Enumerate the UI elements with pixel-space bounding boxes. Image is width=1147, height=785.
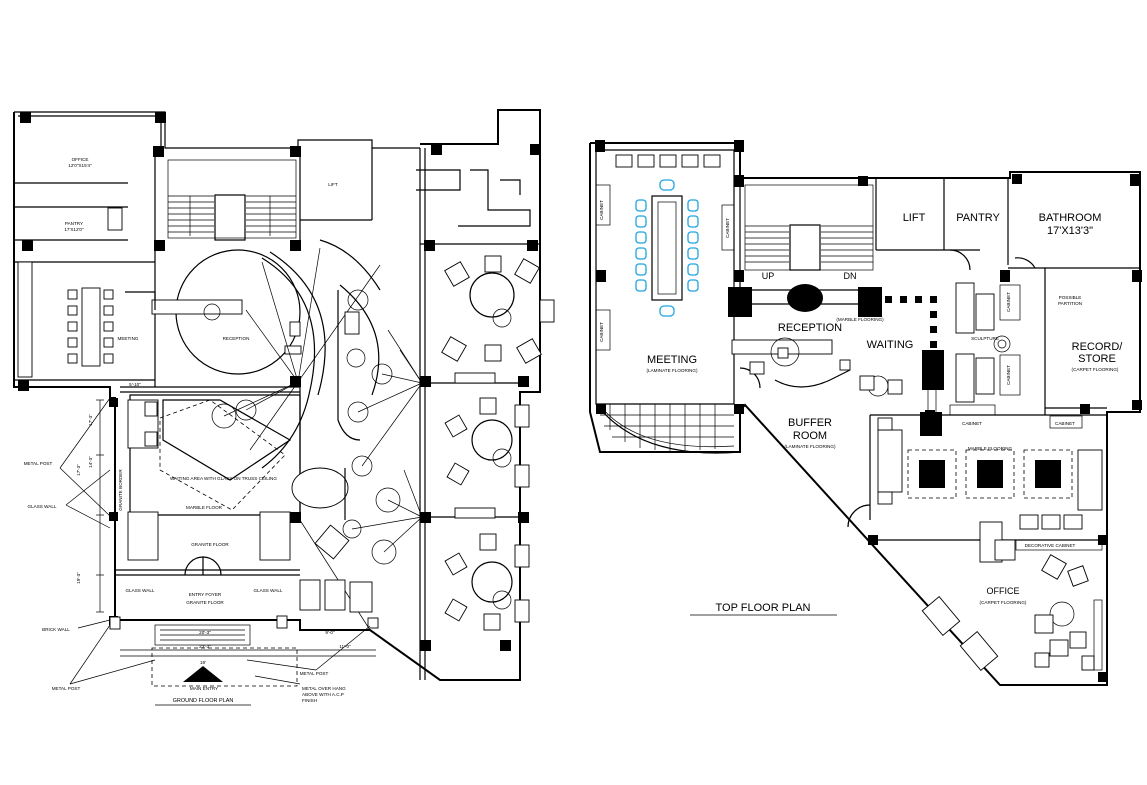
- top-dn-label: DN: [844, 271, 857, 281]
- dim-11-0: 11'-0": [339, 644, 351, 649]
- ground-entry-label: ENTRY FOYER: [189, 592, 222, 597]
- top-office-label: OFFICE: [987, 586, 1020, 596]
- ground-pantry-label: PANTRY: [65, 221, 83, 226]
- top-office-furniture: [877, 417, 1103, 671]
- top-floor-plan: MEETING (LAMINATE FLOORING) LIFT PANTRY …: [589, 140, 1142, 686]
- top-cabinet-2: CABINET: [1055, 421, 1075, 426]
- top-cabinet-left-3: CABINET: [725, 218, 730, 238]
- ground-main-entry-label: MAIN ENTRY: [190, 686, 218, 691]
- top-record-label: RECORD/: [1072, 341, 1124, 353]
- ground-columns: [18, 112, 541, 651]
- ground-office-label: OFFICE: [72, 157, 89, 162]
- top-cabinet-left-2: CABINET: [599, 322, 604, 342]
- ground-entry-floor-label: GRANITE FLOOR: [186, 600, 224, 605]
- dim-9-0: 9'-0": [325, 630, 335, 635]
- top-columns: [595, 140, 1142, 682]
- callout-metal-post-1: METAL POST: [24, 461, 53, 466]
- ground-glass-wall-left: GLASS WALL: [126, 588, 155, 593]
- ground-waiting-label: WAITING AREA WITH GLASS ON TRUSS CEILING: [170, 476, 277, 481]
- callout-metal-over-2: ABOVE WITH A.C.P: [302, 692, 344, 697]
- top-floor-plan-title: TOP FLOOR PLAN: [716, 602, 811, 614]
- dim-v-14-3: 14'-3": [88, 456, 93, 468]
- top-sculpture-label: SCULPTURE: [971, 336, 999, 341]
- callout-metal-over-3: FINISH: [302, 698, 317, 703]
- top-store-label: STORE: [1078, 353, 1116, 365]
- dim-v-17-3: 17'-3": [88, 414, 93, 426]
- top-cabinet-vert-2: CABINET: [1006, 365, 1011, 385]
- top-meeting-sub: (LAMINATE FLOORING): [647, 368, 698, 373]
- ground-entrance: [109, 615, 379, 687]
- top-bathroom-dim: 17'X13'3": [1047, 225, 1093, 237]
- ground-pantry-dim: 17'X12'0": [64, 227, 84, 232]
- top-cabinet-vert-1: CABINET: [1006, 292, 1011, 312]
- ground-lift-label: LIFT: [328, 182, 338, 187]
- ground-callout-leaders: [59, 397, 371, 685]
- ground-floor-plan-title: GROUND FLOOR PLAN: [173, 698, 234, 704]
- callout-glass-wall: GLASS WALL: [28, 504, 57, 509]
- ground-reception-area: [125, 239, 423, 631]
- dim-5-10: 5'-10": [129, 382, 141, 387]
- top-cabinet-1: CABINET: [962, 421, 982, 426]
- top-staircase: [744, 184, 874, 271]
- meeting-chairs-blue: [635, 179, 699, 317]
- callout-metal-over-1: METAL OVER HANG: [302, 686, 346, 691]
- top-lift-label: LIFT: [903, 212, 926, 224]
- callout-metal-post-2: METAL POST: [52, 686, 81, 691]
- ground-granite-border-label: GRANITE BORDER: [118, 469, 123, 511]
- dim-v-19-3: 19'-3": [76, 572, 81, 584]
- top-meeting-label: MEETING: [647, 354, 697, 366]
- ground-floor-plan: OFFICE 12'0"X15'4" PANTRY 17'X12'0" LIFT…: [13, 109, 555, 706]
- top-reception-label: RECEPTION: [778, 322, 842, 334]
- top-office-sub: (CARPET FLOORING): [980, 600, 1027, 605]
- dim-23-3: 23'-3": [199, 644, 211, 649]
- callout-brick-wall: BRICK WALL: [42, 627, 70, 632]
- top-room-label: ROOM: [793, 430, 827, 442]
- top-meeting-furniture: [595, 154, 735, 351]
- ground-lounge-furniture: [314, 255, 555, 631]
- top-waiting-label: WAITING: [867, 339, 914, 351]
- top-labels: MEETING (LAMINATE FLOORING) LIFT PANTRY …: [599, 200, 1124, 616]
- ground-meeting-furniture: [17, 207, 123, 378]
- main-entry-arrow: [183, 666, 223, 682]
- ground-meeting-label: MEETING: [118, 336, 139, 341]
- dim-v-17-3b: 17'-3": [76, 464, 81, 476]
- ground-reception-label: RECEPTION: [223, 336, 250, 341]
- top-waiting-furniture: [859, 282, 1083, 429]
- top-record-sub: (CARPET FLOORING): [1072, 367, 1119, 372]
- ground-staircase: [167, 159, 297, 241]
- top-reception-sub: (MARBLE FLOORING): [836, 317, 884, 322]
- ground-marble-label: MARBLE FLOOR: [186, 505, 223, 510]
- ground-office-dim: 12'0"X15'4": [68, 163, 92, 168]
- ground-granite-floor-label: GRANITE FLOOR: [191, 542, 229, 547]
- ground-labels: OFFICE 12'0"X15'4" PANTRY 17'X12'0" LIFT…: [24, 157, 351, 706]
- top-decor-blocks: [885, 296, 937, 412]
- top-buffer-sub: (LAMINATE FLOORING): [785, 444, 836, 449]
- dim-20-3: 20'-3": [199, 630, 211, 635]
- callout-metal-post-3: METAL POST: [300, 671, 329, 676]
- top-pantry-label: PANTRY: [956, 212, 1000, 224]
- top-partition-label: PARTITION: [1058, 301, 1082, 306]
- dim-19: 19': [200, 660, 206, 665]
- top-outer-walls: [589, 142, 1141, 686]
- top-bathroom-label: BATHROOM: [1039, 212, 1102, 224]
- top-cabinet-left-1: CABINET: [599, 200, 604, 220]
- ground-waiting-furniture: [127, 399, 373, 613]
- top-marble-flooring: MARBLE FLOORING: [968, 446, 1013, 451]
- top-meeting-glass: [595, 403, 741, 454]
- top-up-label: UP: [762, 271, 775, 281]
- top-possible-label: POSSIBLE: [1059, 295, 1082, 300]
- top-reception-furniture: [731, 337, 851, 375]
- ground-glass-wall-right: GLASS WALL: [254, 588, 283, 593]
- top-buffer-label: BUFFER: [788, 417, 832, 429]
- top-decorative-cabinet: DECORATIVE CABINET: [1025, 543, 1076, 548]
